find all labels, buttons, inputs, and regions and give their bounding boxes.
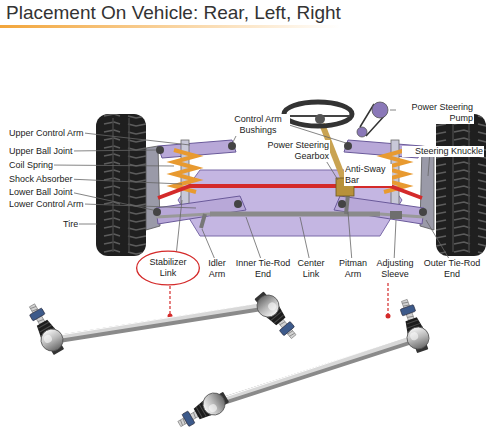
part-label: Outer Tie-Rod End bbox=[422, 258, 482, 280]
part-label: Shock Absorber bbox=[8, 174, 74, 185]
part-label: Coil Spring bbox=[8, 160, 54, 171]
part-label: Upper Control Arm bbox=[8, 128, 85, 139]
part-label: Lower Ball Joint bbox=[8, 187, 74, 198]
part-label: Anti-Sway Bar bbox=[344, 164, 392, 186]
part-label: Steering Knuckle bbox=[402, 146, 484, 157]
part-label: Power Steering Gearbox bbox=[260, 140, 330, 162]
part-label: Power Steering Pump bbox=[396, 102, 474, 124]
part-label: Control Arm Bushings bbox=[226, 114, 290, 136]
callout-text: Stabilizer Link bbox=[145, 257, 191, 279]
part-label: Lower Control Arm bbox=[8, 199, 85, 210]
page-title: Placement On Vehicle: Rear, Left, Right bbox=[6, 1, 341, 24]
part-label: Adjusting Sleeve bbox=[372, 258, 418, 280]
part-label: Tire bbox=[62, 219, 79, 230]
part-label: Idler Arm bbox=[200, 258, 234, 280]
circled-callout: Stabilizer Link bbox=[136, 250, 200, 286]
callout-outline bbox=[137, 251, 200, 285]
part-label: Pitman Arm bbox=[334, 258, 372, 280]
part-label: Upper Ball Joint bbox=[8, 146, 74, 157]
part-label: Inner Tie-Rod End bbox=[234, 258, 292, 280]
part-label: Center Link bbox=[292, 258, 330, 280]
